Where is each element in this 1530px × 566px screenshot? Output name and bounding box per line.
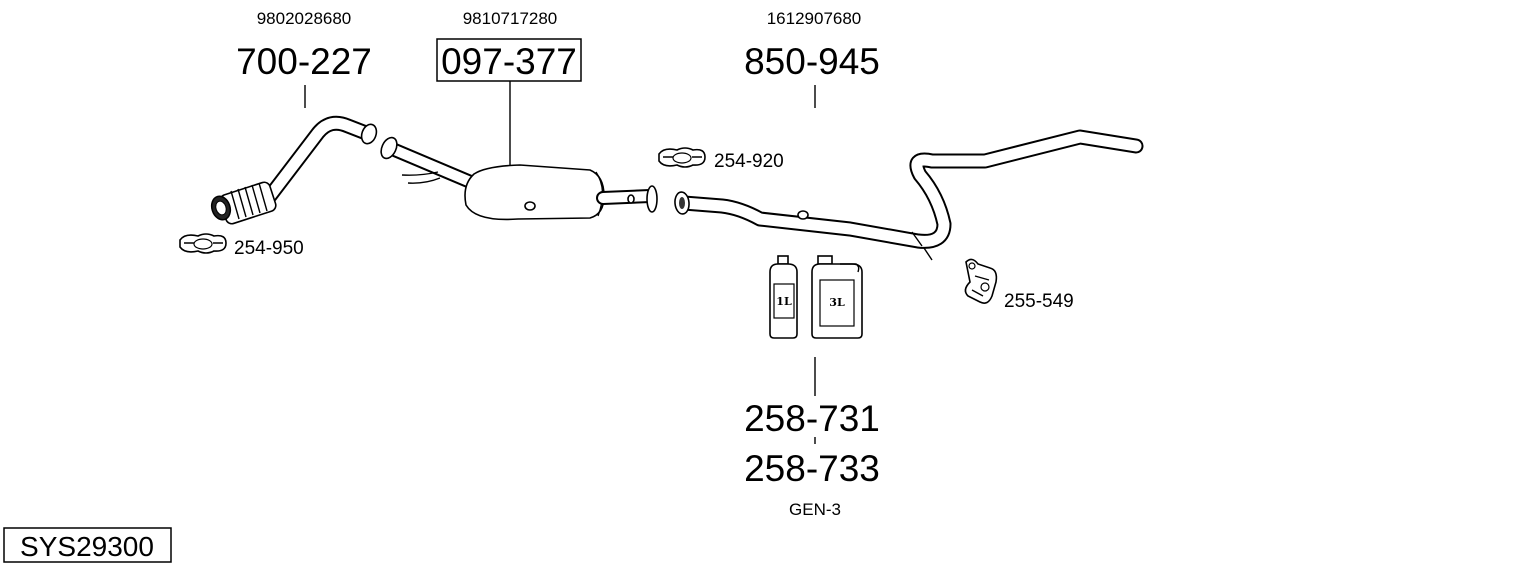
part-number-850-945[interactable]: 850-945	[744, 41, 880, 82]
rubber-mount-icon	[964, 258, 998, 304]
part-700-227-group: 9802028680 700-227	[210, 9, 378, 225]
fluid-generation-note: GEN-3	[789, 500, 841, 519]
clamp-part-number: 254-950	[234, 238, 304, 259]
canister-label: 3L	[829, 296, 845, 309]
clamp-icon	[658, 147, 706, 168]
part-number-097-377[interactable]: 097-377	[441, 41, 577, 82]
part-number-box	[436, 38, 582, 82]
canister-3l-icon: 3L	[811, 255, 863, 339]
clamp-254-920[interactable]: 254-920	[658, 147, 784, 172]
mount-255-549[interactable]: 255-549	[964, 258, 1074, 312]
clamp-icon	[179, 233, 227, 254]
bottle-1l-icon: 1L	[769, 255, 798, 339]
bottle-label: 1L	[776, 295, 792, 308]
rear-pipe-drawing	[674, 129, 1144, 261]
oem-number-850-945: 1612907680	[767, 9, 862, 28]
oem-number-700-227: 9802028680	[257, 9, 352, 28]
part-number-258-731[interactable]: 258-731	[744, 398, 880, 439]
clamp-part-number: 254-920	[714, 151, 784, 172]
part-097-377-group: 9810717280 097-377	[380, 9, 658, 221]
system-code: SYS29300	[20, 531, 154, 562]
dpf-drawing	[380, 136, 658, 221]
fluids-group: 1L 3L 258-731 258-733 GEN-3	[744, 255, 880, 519]
front-pipe-drawing	[210, 115, 378, 225]
system-code-frame	[3, 527, 172, 563]
part-number-258-733[interactable]: 258-733	[744, 448, 880, 489]
oem-number-097-377: 9810717280	[463, 9, 558, 28]
part-850-945-group: 1612907680 850-945	[674, 9, 1144, 261]
mount-part-number: 255-549	[1004, 291, 1074, 312]
clamp-254-950[interactable]: 254-950	[179, 233, 304, 259]
part-number-700-227[interactable]: 700-227	[236, 41, 372, 82]
flex-bellows	[210, 181, 277, 225]
system-code-box: SYS29300	[3, 527, 172, 563]
